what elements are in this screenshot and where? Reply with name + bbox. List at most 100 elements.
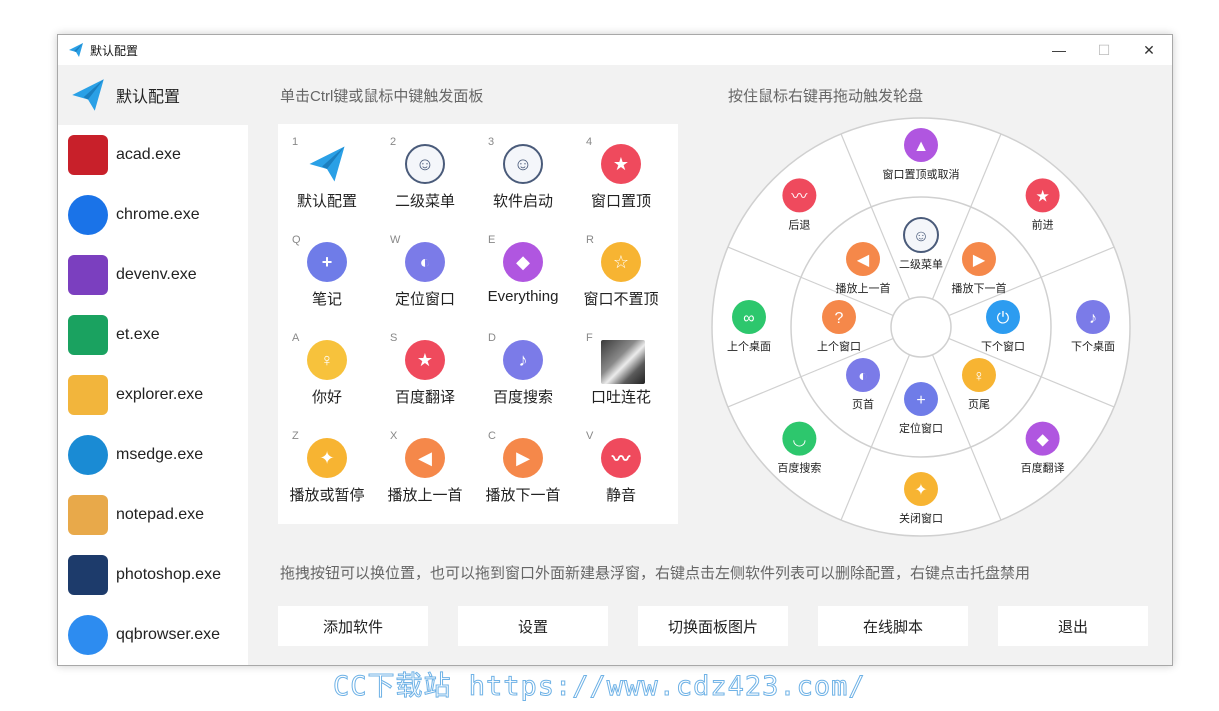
wheel-item-outer[interactable]: ◡百度搜索 [777,421,821,475]
note-icon: + [307,242,347,282]
switch-panel-image-button[interactable]: 切换面板图片 [638,606,788,646]
sidebar-item-label: notepad.exe [116,506,205,523]
panel-button-label: Everything [487,288,559,305]
wheel-item-inner[interactable]: ☺二级菜单 [899,217,943,271]
sidebar-item[interactable]: notepad.exe [58,485,248,545]
hotkey-label: X [390,430,398,442]
bulb-icon: ♀ [307,340,347,380]
online-script-button[interactable]: 在线脚本 [818,606,968,646]
wheel-item-glyph: ? [835,310,844,327]
pin-top-icon: ★ [601,144,641,184]
prev-track-icon [846,242,881,277]
panel-button-label: 百度搜索 [492,389,553,406]
panel-button-label: 播放上一首 [387,487,463,504]
panel-button[interactable]: W◐定位窗口 [376,222,474,320]
wheel-item-inner[interactable]: ⏻下个窗口 [981,300,1025,353]
wheel-item-inner[interactable]: ♀页尾 [961,357,996,411]
hotkey-label: A [292,332,300,344]
wheel-item-outer[interactable]: ▲窗口置顶或取消 [883,128,960,181]
hotkey-label: 4 [586,136,593,148]
sidebar-item-label: chrome.exe [116,206,200,223]
wheel-outer-divider [840,133,872,208]
hotkey-label: D [488,332,496,344]
wheel-item-label: 后退 [788,218,810,231]
sidebar-item[interactable]: explorer.exe [58,365,248,425]
minimize-button[interactable]: — [1052,42,1066,58]
wheel-item-outer[interactable]: ♪下个桌面 [1071,300,1115,353]
panel-button[interactable]: 3☺软件启动 [474,124,572,222]
sidebar-item-label: acad.exe [116,146,181,163]
wheel-item-glyph: ☺ [913,228,929,245]
wheel-item-outer[interactable]: ✦关闭窗口 [899,472,943,525]
locate-icon [846,357,881,392]
cartoon-face-icon [903,217,939,253]
settings-button[interactable]: 设置 [458,606,608,646]
panel-button[interactable]: V〰静音 [572,418,670,516]
wheel-item-label: 播放上一首 [836,281,891,295]
wheel-item-inner[interactable]: ▶播放下一首 [951,242,1006,295]
sidebar-item[interactable]: qqbrowser.exe [58,605,248,665]
panel-button[interactable]: X◀播放上一首 [376,418,474,516]
wheel-item-outer[interactable]: ★前进 [1025,178,1060,231]
sidebar-item[interactable]: et.exe [58,305,248,365]
bulb-icon [961,357,996,392]
mute-icon: 〰 [601,438,641,478]
wheel-outer-divider [970,446,1002,521]
wheel-item-outer[interactable]: ◆百度翻译 [1021,421,1065,475]
panel-button-label: 你好 [311,389,342,406]
wheel-item-inner[interactable]: +定位窗口 [899,382,943,435]
play-pause-icon: ✦ [307,438,347,478]
panel-button[interactable]: A ♀ 你好 [278,320,376,418]
wheel-item-label: 下个窗口 [981,339,1025,353]
panel-button[interactable]: D ♪ 百度搜索 [474,320,572,418]
sidebar-item[interactable]: photoshop.exe [58,545,248,605]
panel-button[interactable]: 2☺二级菜单 [376,124,474,222]
cartoon-face-icon: ☺ [503,144,543,184]
wheel-item-inner[interactable]: ◐页首 [846,357,881,411]
sidebar-item[interactable]: acad.exe [58,125,248,185]
wheel-inner-divider [800,337,894,378]
exit-button[interactable]: 退出 [998,606,1148,646]
chrome-icon [68,195,108,235]
sidebar-item[interactable]: chrome.exe [58,185,248,245]
wheel-item-label: 前进 [1032,217,1054,231]
panel-button[interactable]: 4★窗口置顶 [572,124,670,222]
sidebar-item[interactable]: 默认配置 [58,65,248,125]
wheel-item-inner[interactable]: ?上个窗口 [817,300,861,353]
qqbrowser-icon [68,615,108,655]
hotkey-label: R [586,234,594,246]
app-window: 默认配置 — ☐ ✕ 默认配置 acad.exe chrome.exe devenv.… [57,34,1173,666]
music-note-icon: ♪ [503,340,543,380]
sidebar-item[interactable]: msedge.exe [58,425,248,485]
sidebar-item[interactable]: devenv.exe [58,245,248,305]
wheel-item-outer[interactable]: 〰后退 [782,178,817,231]
wheel-outer-divider [1040,246,1115,278]
wheel-item-glyph: ∞ [743,310,754,327]
panel-button[interactable]: Q+笔记 [278,222,376,320]
hotkey-label: Z [292,430,299,442]
close-button[interactable]: ✕ [1143,41,1155,58]
panel-button-label: 播放下一首 [485,487,561,504]
prev-desktop-icon [732,300,766,334]
edge-icon [68,435,108,475]
panel-button-label: 百度翻译 [394,389,455,406]
panel-button[interactable]: E◆Everything [474,222,572,320]
panel-button[interactable]: C▶播放下一首 [474,418,572,516]
paper-plane-icon [68,75,108,115]
panel-button[interactable]: R☆窗口不置顶 [572,222,670,320]
panel-button[interactable]: S★百度翻译 [376,320,474,418]
add-software-button[interactable]: 添加软件 [278,606,428,646]
autocad-icon [68,135,108,175]
wheel-item-outer[interactable]: ∞上个桌面 [727,300,771,353]
panel-button[interactable]: Z✦播放或暂停 [278,418,376,516]
maximize-button[interactable]: ☐ [1097,41,1111,58]
panel-button-label: 窗口不置顶 [583,291,659,308]
hotkey-label: 1 [292,136,299,148]
wheel-item-label: 百度翻译 [1021,461,1065,475]
wheel-outer-divider [727,246,802,278]
wheel-item-glyph: ✦ [914,482,927,499]
wheel-item-inner[interactable]: ◀播放上一首 [836,242,891,295]
